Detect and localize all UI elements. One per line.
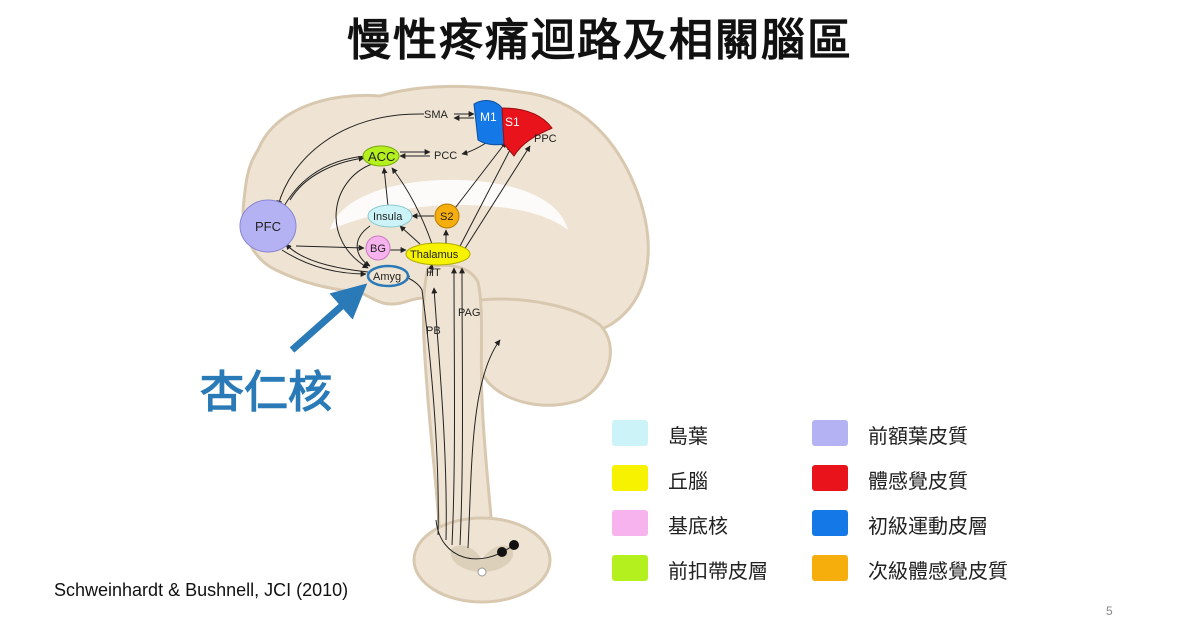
path-spine-ht [431, 287, 447, 541]
path-acc-amyg [335, 163, 373, 269]
legend-item-s1: 體感覺皮質 [812, 463, 1032, 493]
legend-swatch [612, 555, 648, 581]
brainstem-shape [421, 263, 494, 542]
slide-title: 慢性疼痛迴路及相關腦區 [347, 15, 853, 66]
legend-swatch [612, 510, 648, 536]
path-insula-acc [381, 167, 389, 207]
dorsal-horn-neuron-1 [497, 547, 507, 557]
path-sma-pfc [276, 113, 425, 207]
label-insula: Insula [373, 211, 403, 223]
legend-item-bg: 基底核 [612, 508, 832, 538]
path-ht-thal [428, 263, 435, 277]
legend-swatch [812, 465, 848, 491]
path-thal-ppc [463, 145, 531, 251]
label-ppc: PPC [534, 133, 557, 145]
label-acc: ACC [368, 149, 395, 164]
path-pfc-amyg [281, 249, 367, 277]
legend-label: 丘腦 [668, 469, 708, 493]
region-pfc [239, 199, 297, 253]
path-acc-pfc [281, 155, 367, 211]
region-acc [362, 145, 400, 167]
label-s1: S1 [505, 115, 520, 129]
legend-label: 前額葉皮質 [868, 424, 968, 448]
label-pag: PAG [458, 307, 480, 319]
region-s2 [434, 203, 460, 229]
label-bg: BG [370, 243, 386, 255]
path-insula-amyg [356, 225, 371, 267]
legend-label: 初級運動皮層 [868, 514, 988, 538]
label-m1: M1 [480, 110, 497, 124]
path-thal-s1 [457, 145, 513, 251]
region-amyg [366, 264, 410, 288]
path-pfc-bg [295, 244, 365, 251]
region-bg [365, 235, 391, 261]
path-spine-pag [467, 339, 501, 549]
legend-label: 前扣帶皮層 [668, 559, 768, 583]
legend-swatch [812, 555, 848, 581]
legend-item-thalamus: 丘腦 [612, 463, 832, 493]
label-sma: SMA [424, 109, 449, 121]
label-pcc: PCC [434, 150, 457, 162]
legend-swatch [812, 420, 848, 446]
citation: Schweinhardt & Bushnell, JCI (2010) [54, 580, 349, 600]
legend: 島葉 前額葉皮質 丘腦 體感覺皮質 基底核 初級運動皮層 前扣帶皮層 次級體感覺… [612, 418, 1052, 598]
label-amyg: Amyg [373, 271, 401, 283]
label-s2: S2 [440, 211, 453, 223]
legend-item-pfc: 前額葉皮質 [812, 418, 1032, 448]
amygdala-callout-label: 杏仁核 [200, 367, 332, 418]
spinal-canal [477, 567, 487, 577]
region-thalamus [405, 242, 471, 266]
path-s2-s1 [451, 141, 507, 213]
label-pb: PB [426, 325, 441, 337]
callout-arrow [289, 283, 368, 353]
legend-item-insula: 島葉 [612, 418, 832, 448]
page-number: 5 [1106, 604, 1113, 618]
legend-swatch [612, 465, 648, 491]
legend-label: 島葉 [668, 424, 708, 448]
path-spine-thal-1 [451, 267, 458, 546]
path-spine-amyg [403, 275, 439, 536]
legend-label: 體感覺皮質 [868, 469, 968, 493]
region-insula [367, 204, 413, 228]
label-thalamus: Thalamus [410, 249, 459, 261]
path-thal-acc [391, 167, 433, 245]
legend-label: 基底核 [668, 514, 728, 538]
label-ht: HT [426, 267, 441, 279]
label-pfc: PFC [255, 219, 281, 234]
legend-item-acc: 前扣帶皮層 [612, 553, 832, 583]
path-thal-insula [399, 225, 421, 245]
path-pfc-acc [289, 155, 365, 201]
region-s1 [501, 107, 553, 157]
brain-silhouette [241, 84, 650, 604]
legend-item-s2: 次級體感覺皮質 [812, 553, 1032, 583]
path-spine-thal-2 [459, 267, 466, 546]
legend-swatch [612, 420, 648, 446]
legend-swatch [812, 510, 848, 536]
dorsal-horn-neuron-2 [509, 540, 519, 550]
path-amyg-pfc [285, 243, 369, 273]
legend-item-m1: 初級運動皮層 [812, 508, 1032, 538]
legend-label: 次級體感覺皮質 [868, 559, 1008, 583]
